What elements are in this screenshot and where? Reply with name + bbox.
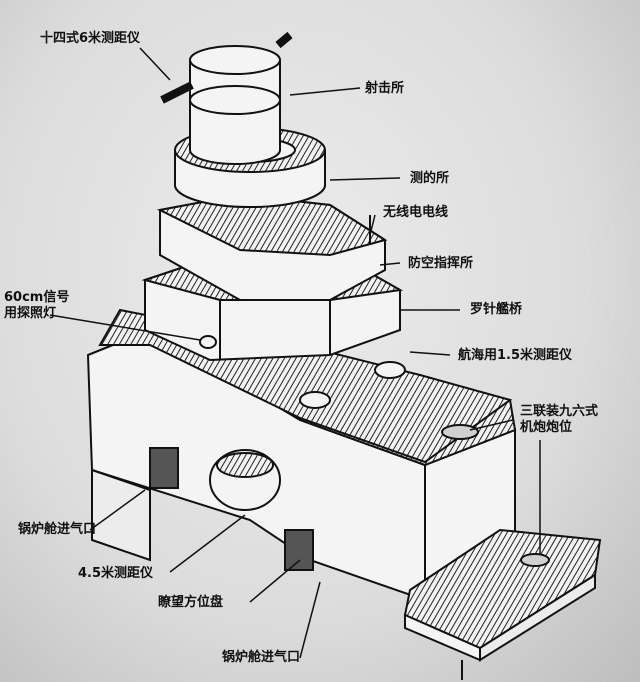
label-nav-rangefinder: 航海用1.5米测距仪 — [458, 348, 573, 363]
tier-aa-command — [156, 193, 388, 301]
label-searchlight-line2: 用探照灯 — [4, 306, 57, 321]
label-measuring-station: 测的所 — [410, 171, 450, 186]
label-mg-position-line2: 机炮炮位 — [520, 420, 573, 435]
leader-lines — [49, 47, 541, 659]
label-boiler-intake-upper: 锅炉舱进气口 — [18, 522, 97, 537]
label-rangefinder-6m: 十四式6米测距仪 — [40, 31, 141, 46]
label-radio-antenna: 无线电电线 — [383, 205, 449, 220]
label-boiler-intake-lower: 锅炉舱进气口 — [222, 650, 301, 665]
label-searchlight-line1: 60cm信号 — [4, 290, 70, 305]
label-mg-position-line1: 三联装九六式 — [520, 404, 599, 419]
label-aa-command: 防空指挥所 — [408, 256, 474, 271]
label-compass-bridge: 罗针艦桥 — [470, 302, 523, 317]
label-rangefinder-45m: 4.5米测距仪 — [78, 566, 154, 581]
label-bearing-dial: 瞭望方位盘 — [158, 595, 224, 610]
fire-control-turret — [160, 31, 293, 165]
aft-platform — [403, 528, 602, 680]
deck-fittings — [149, 335, 550, 571]
label-fire-control: 射击所 — [365, 81, 405, 96]
